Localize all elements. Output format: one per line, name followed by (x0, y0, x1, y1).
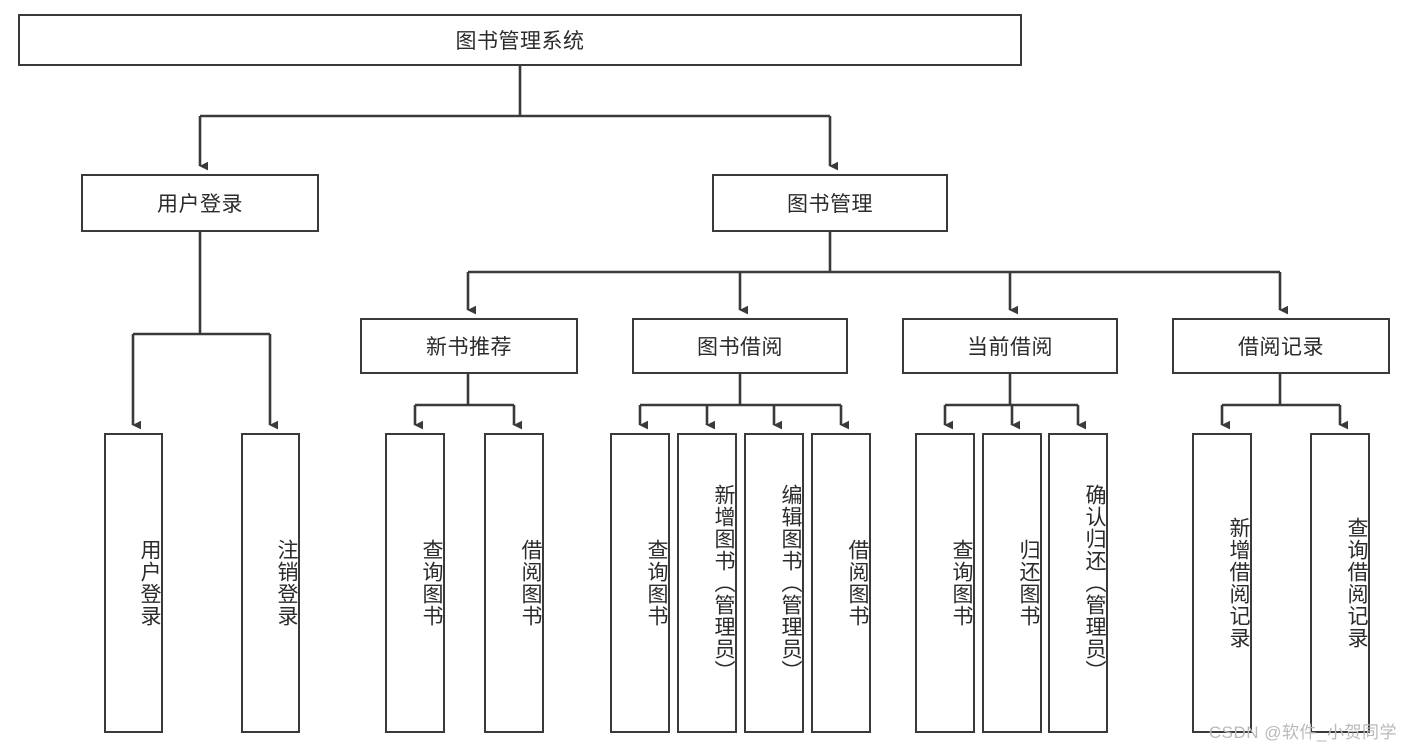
node-leaf-return-book[interactable]: 归还图书 (982, 433, 1042, 733)
node-leaf-confirm-return-label: 确认归还（管理员） (1083, 484, 1106, 682)
node-leaf-query-record[interactable]: 查询借阅记录 (1310, 433, 1370, 733)
node-leaf-query-book-1[interactable]: 查询图书 (385, 433, 445, 733)
node-user-login-label: 用户登录 (157, 193, 243, 216)
node-leaf-user-logout[interactable]: 注销登录 (241, 433, 300, 733)
node-current-borrow-label: 当前借阅 (967, 336, 1053, 359)
node-root-label: 图书管理系统 (455, 30, 585, 53)
node-current-borrow[interactable]: 当前借阅 (902, 318, 1118, 374)
node-leaf-borrow-book-1[interactable]: 借阅图书 (484, 433, 544, 733)
node-leaf-borrow-book-2-label: 借阅图书 (846, 539, 869, 627)
node-leaf-edit-book-label: 编辑图书（管理员） (779, 484, 802, 682)
node-new-book-rec-label: 新书推荐 (426, 336, 512, 359)
node-book-borrow[interactable]: 图书借阅 (632, 318, 848, 374)
node-user-login[interactable]: 用户登录 (81, 174, 319, 232)
node-leaf-user-login-label: 用户登录 (138, 539, 161, 627)
node-leaf-query-record-label: 查询借阅记录 (1345, 517, 1368, 649)
node-leaf-query-book-3[interactable]: 查询图书 (915, 433, 975, 733)
node-leaf-query-book-2[interactable]: 查询图书 (610, 433, 670, 733)
node-leaf-query-book-2-label: 查询图书 (645, 539, 668, 627)
node-borrow-record-label: 借阅记录 (1238, 336, 1324, 359)
node-book-borrow-label: 图书借阅 (697, 336, 783, 359)
node-leaf-confirm-return[interactable]: 确认归还（管理员） (1048, 433, 1108, 733)
node-leaf-borrow-book-1-label: 借阅图书 (519, 539, 542, 627)
node-leaf-add-record[interactable]: 新增借阅记录 (1192, 433, 1252, 733)
node-book-manage-label: 图书管理 (787, 193, 873, 216)
node-leaf-query-book-3-label: 查询图书 (950, 539, 973, 627)
node-leaf-borrow-book-2[interactable]: 借阅图书 (811, 433, 871, 733)
node-leaf-add-book-label: 新增图书（管理员） (712, 484, 735, 682)
node-leaf-add-book[interactable]: 新增图书（管理员） (677, 433, 737, 733)
node-leaf-edit-book[interactable]: 编辑图书（管理员） (744, 433, 804, 733)
node-book-manage[interactable]: 图书管理 (712, 174, 948, 232)
node-leaf-user-login[interactable]: 用户登录 (104, 433, 163, 733)
node-leaf-return-book-label: 归还图书 (1017, 539, 1040, 627)
node-leaf-query-book-1-label: 查询图书 (420, 539, 443, 627)
node-leaf-user-logout-label: 注销登录 (275, 539, 298, 627)
node-root[interactable]: 图书管理系统 (18, 14, 1022, 66)
node-new-book-rec[interactable]: 新书推荐 (360, 318, 578, 374)
node-leaf-add-record-label: 新增借阅记录 (1227, 517, 1250, 649)
node-borrow-record[interactable]: 借阅记录 (1172, 318, 1390, 374)
